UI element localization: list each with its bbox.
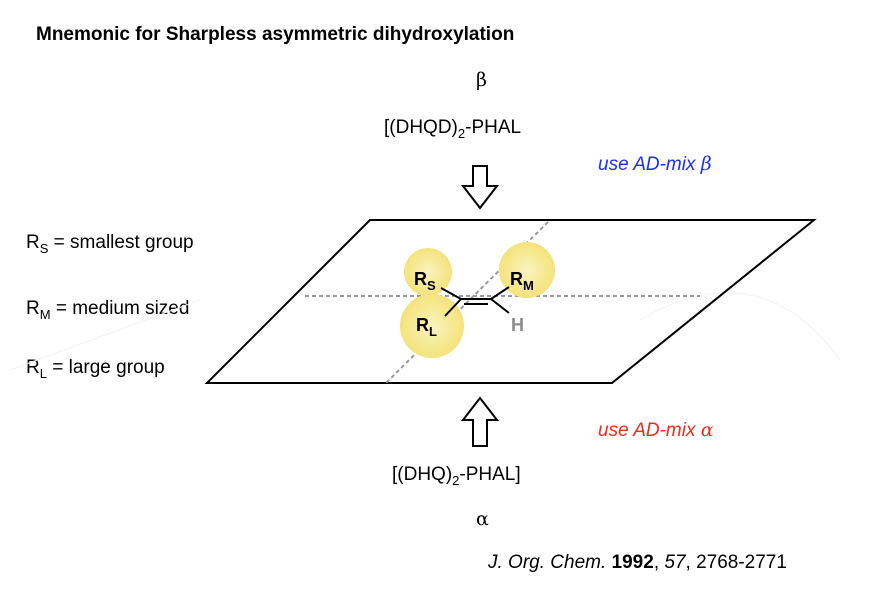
ligand-top: [(DHQD)2-PHAL bbox=[384, 117, 521, 141]
rs-highlight-sphere bbox=[404, 248, 452, 296]
bond-rm bbox=[490, 286, 510, 300]
ad-mix-beta-label: use AD-mix β bbox=[598, 153, 712, 176]
ligand-top-pre: [(DHQD) bbox=[384, 117, 458, 138]
ad-mix-alpha-text: use AD-mix bbox=[598, 420, 701, 441]
bond-h bbox=[490, 298, 510, 314]
reaction-plane bbox=[204, 219, 817, 384]
molecule-rl-label: RL bbox=[416, 315, 437, 339]
bond-rl bbox=[444, 298, 462, 317]
legend-rl-sub: L bbox=[39, 365, 47, 381]
alpha-symbol-bottom: α bbox=[476, 508, 489, 530]
ligand-top-post: -PHAL bbox=[465, 117, 522, 138]
rl-highlight-sphere bbox=[400, 294, 464, 358]
molecule-h-label: H bbox=[511, 315, 524, 335]
citation: J. Org. Chem. 1992, 57, 2768-2771 bbox=[488, 552, 787, 574]
citation-pages: , 2768-2771 bbox=[685, 552, 787, 573]
citation-sep: , bbox=[653, 552, 665, 573]
background-shadow bbox=[9, 292, 841, 371]
legend-rm-text: = medium sized bbox=[50, 298, 190, 319]
legend-rs-text: = smallest group bbox=[48, 232, 194, 253]
legend-rs: RS = smallest group bbox=[26, 232, 194, 256]
legend-rl: RL = large group bbox=[26, 357, 165, 381]
ad-mix-alpha-symbol: α bbox=[700, 419, 714, 441]
citation-journal: J. Org. Chem. bbox=[488, 552, 607, 573]
ad-mix-beta-symbol: β bbox=[700, 153, 712, 175]
legend-rm-r: R bbox=[26, 298, 40, 319]
legend-rm-sub: M bbox=[39, 306, 51, 322]
legend-rl-text: = large group bbox=[46, 357, 165, 378]
beta-symbol-top: β bbox=[476, 69, 487, 91]
bond-rs bbox=[440, 287, 462, 300]
molecule-rm-label: RM bbox=[510, 269, 534, 293]
ad-mix-alpha-label: use AD-mix α bbox=[598, 419, 714, 442]
legend-rl-r: R bbox=[26, 357, 40, 378]
legend-rm: RM = medium sized bbox=[26, 298, 189, 322]
rm-highlight-sphere bbox=[499, 242, 555, 298]
page-title: Mnemonic for Sharpless asymmetric dihydr… bbox=[36, 24, 515, 45]
arrow-down-icon bbox=[460, 165, 500, 210]
arrow-up-icon bbox=[460, 396, 500, 447]
molecule-rs-label: RS bbox=[414, 269, 436, 293]
citation-volume: 57 bbox=[664, 552, 686, 573]
ligand-bottom-pre: [(DHQ) bbox=[392, 464, 453, 485]
legend-rs-sub: S bbox=[39, 240, 49, 256]
ad-mix-beta-text: use AD-mix bbox=[598, 154, 701, 175]
ligand-top-sub: 2 bbox=[457, 125, 466, 141]
citation-year: 1992 bbox=[611, 552, 654, 573]
legend-rs-r: R bbox=[26, 232, 40, 253]
ligand-bottom: [(DHQ)2-PHAL] bbox=[392, 464, 521, 488]
ligand-bottom-sub: 2 bbox=[452, 472, 460, 488]
ligand-bottom-post: -PHAL] bbox=[459, 464, 521, 485]
